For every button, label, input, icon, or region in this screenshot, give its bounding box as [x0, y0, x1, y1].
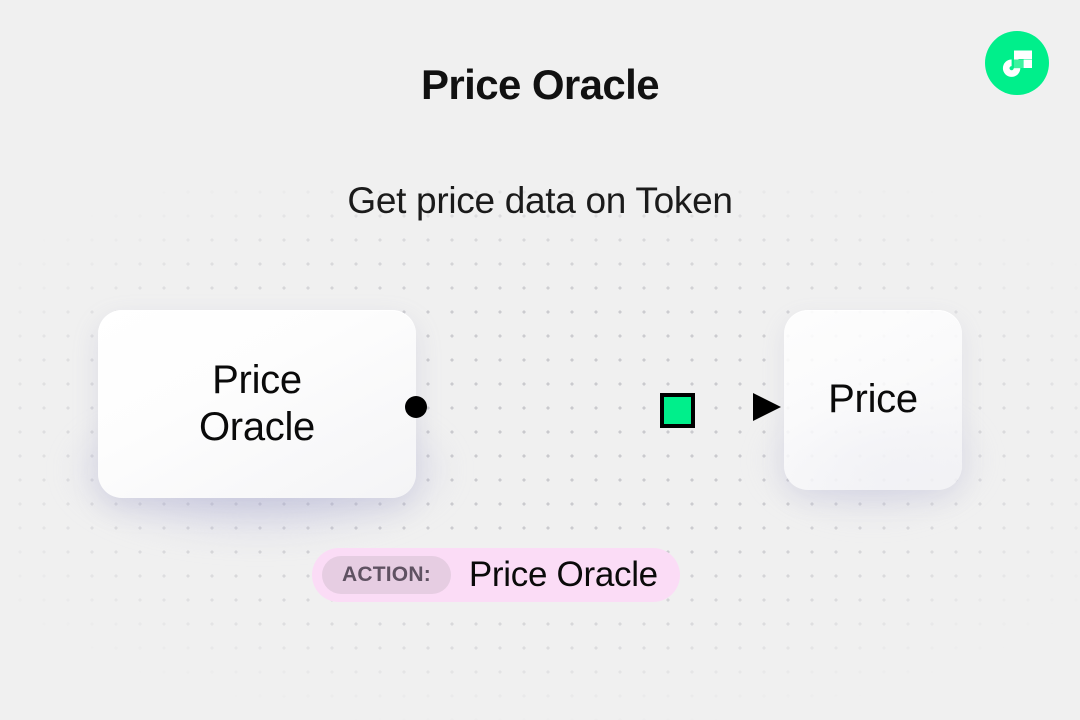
price-oracle-node[interactable]: Price Oracle [98, 310, 416, 498]
flow-logo-icon [985, 31, 1049, 95]
green-token-square-icon [660, 393, 695, 428]
edge-start-dot-icon [405, 396, 427, 418]
page-subtitle: Get price data on Token [347, 180, 733, 221]
edge-price-oracle-to-price[interactable] [395, 377, 795, 439]
page-title: Price Oracle [421, 61, 660, 108]
price-node-label: Price [828, 377, 918, 422]
arrow-head-icon [753, 393, 781, 421]
action-badge[interactable]: ACTION: Price Oracle [312, 548, 680, 602]
action-badge-value: Price Oracle [468, 555, 658, 594]
action-badge-chip: ACTION: [322, 556, 451, 594]
price-node[interactable]: Price [784, 310, 962, 490]
price-oracle-node-label: Price Oracle [198, 357, 315, 449]
